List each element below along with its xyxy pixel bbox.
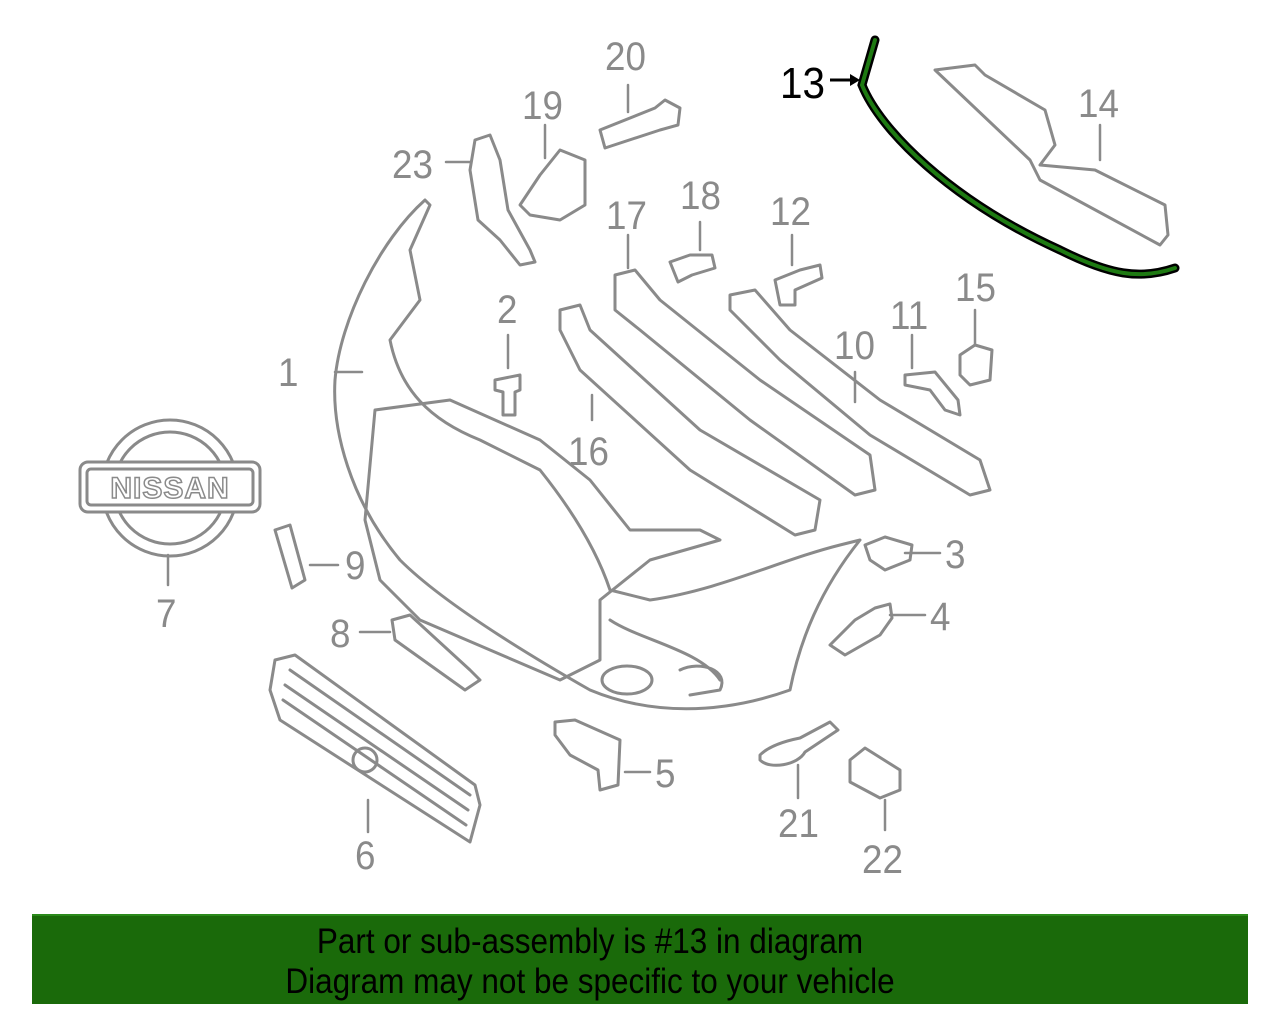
bracket-23 (468, 133, 537, 267)
callout-3: 3 (945, 533, 966, 577)
callout-21: 21 (778, 802, 819, 846)
callout-22: 22 (862, 838, 903, 882)
bracket-5 (553, 718, 622, 792)
callout-4: 4 (930, 595, 951, 639)
callout-19: 19 (522, 84, 563, 128)
reinforcement-16 (558, 303, 822, 537)
clip-2 (493, 373, 522, 417)
callout-5: 5 (655, 752, 676, 796)
nissan-emblem-7 (78, 418, 262, 558)
callout-15: 15 (955, 266, 996, 310)
tow-hook-21 (758, 720, 840, 767)
bracket-4 (828, 602, 894, 657)
callout-13: 13 (780, 59, 826, 108)
callout-16: 16 (568, 430, 609, 474)
callout-11: 11 (890, 294, 929, 338)
callout-6: 6 (355, 834, 376, 878)
info-banner: Part or sub-assembly is #13 in diagram D… (32, 914, 1248, 1004)
absorber-17 (613, 268, 877, 497)
callout-10: 10 (834, 324, 875, 368)
bracket-10 (728, 288, 992, 497)
callout-12: 12 (770, 190, 811, 234)
callout-7: 7 (156, 592, 177, 636)
bracket-12 (773, 263, 824, 307)
bumper-cover-part (333, 198, 862, 711)
bracket-8 (390, 613, 482, 692)
callout-23: 23 (392, 143, 433, 187)
callout-20: 20 (605, 35, 646, 79)
callout-2: 2 (497, 288, 518, 332)
cover-9 (273, 523, 307, 590)
callout-8: 8 (330, 612, 351, 656)
emblem-text: NISSAN (110, 472, 229, 505)
highlighted-molding-13 (830, 35, 1180, 279)
lower-grille-6 (268, 653, 482, 844)
callout-9: 9 (345, 544, 366, 588)
upper-grille-14 (933, 63, 1170, 247)
banner-disclaimer-text: Diagram may not be specific to your vehi… (285, 962, 895, 1001)
banner-part-number-text: Part or sub-assembly is #13 in diagram (316, 922, 864, 961)
callout-17: 17 (606, 194, 647, 238)
bolt-18 (668, 253, 717, 284)
clip-15 (958, 343, 994, 387)
clip-3 (863, 535, 914, 572)
sensor-19 (518, 148, 587, 222)
bracket-11 (903, 370, 962, 417)
callout-14: 14 (1078, 82, 1119, 126)
callout-1: 1 (278, 351, 299, 395)
callout-18: 18 (680, 174, 721, 218)
bolt-20 (598, 98, 682, 150)
cap-22 (848, 746, 902, 800)
